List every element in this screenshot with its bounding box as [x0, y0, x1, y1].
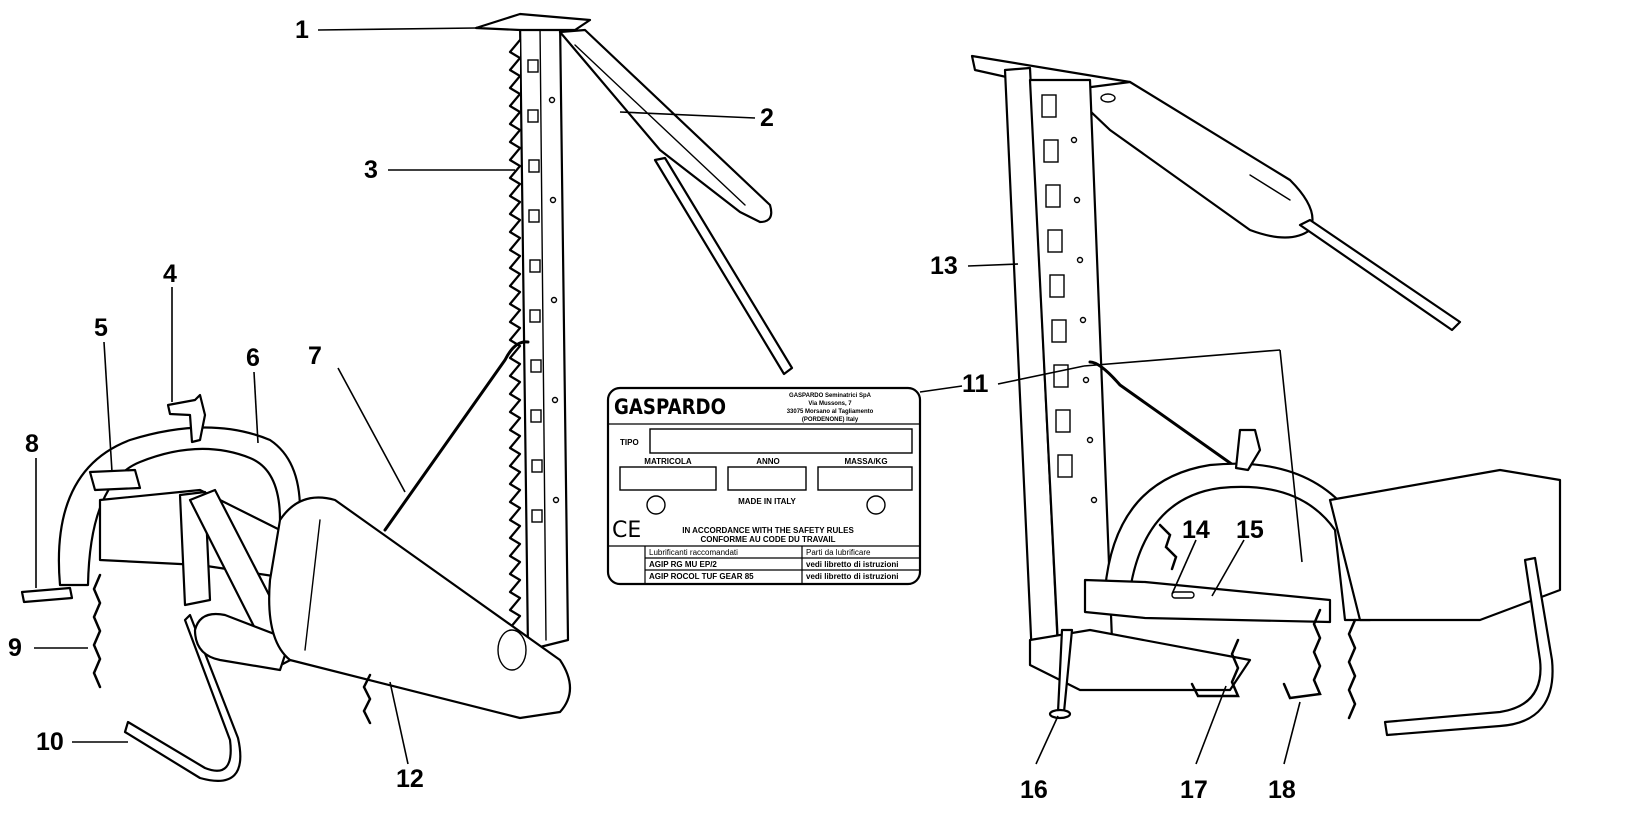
- outer-shoe-point: [474, 12, 592, 32]
- plate-city: 33075 Morsano al Tagliamento: [787, 409, 874, 415]
- chain-arch: [1158, 523, 1178, 571]
- leader-lines-right: [919, 263, 1303, 765]
- plate-anno-field: [727, 466, 807, 491]
- guard-bolts: [1041, 94, 1098, 504]
- plate-ce-mark: CE: [612, 518, 641, 543]
- support-leg-right: [1383, 556, 1554, 737]
- swath-rod: [1298, 218, 1462, 332]
- plate-lub-2-ref: vedi libretto di istruzioni: [806, 572, 898, 581]
- callout-14: 14: [1182, 516, 1210, 544]
- callout-15: 15: [1236, 516, 1264, 544]
- plate-rivet-left: [646, 495, 666, 515]
- top-bracket-right: [1234, 428, 1262, 472]
- chain-17: [1190, 638, 1240, 698]
- leader-lines-left: [34, 27, 756, 765]
- gearbox-cover: [268, 496, 572, 720]
- callout-numbers: 1 2 3 4 5 6 7 8 9 10 11 12 13 14 15 16 1…: [8, 16, 1296, 804]
- plate-lub-1-ref: vedi libretto di istruzioni: [806, 560, 898, 569]
- callout-13: 13: [930, 252, 958, 280]
- cutter-bar: [518, 16, 570, 652]
- plate-lub-1: AGIP RG MU EP/2: [649, 560, 717, 569]
- plate-massa-label: MASSA/KG: [844, 457, 887, 466]
- callout-1: 1: [295, 16, 309, 44]
- plate-matricola-label: MATRICOLA: [644, 457, 692, 466]
- bracket-plate: [88, 468, 142, 492]
- chain-18: [1282, 608, 1322, 700]
- inner-shoe: [1028, 628, 1252, 692]
- right-mower-illustration: [970, 54, 1562, 737]
- swath-board-large: [1066, 80, 1314, 239]
- callout-10: 10: [36, 728, 64, 756]
- plate-street: Via Mussons, 7: [808, 401, 852, 407]
- chain-side: [1347, 618, 1357, 720]
- top-link-pin: [166, 393, 207, 444]
- hitch-pin: [20, 586, 74, 604]
- plate-safety-en: IN ACCORDANCE WITH THE SAFETY RULES: [682, 526, 854, 535]
- gearbox-body-right: [1328, 468, 1562, 622]
- front-beam: [1083, 578, 1332, 624]
- callout-18: 18: [1268, 776, 1296, 804]
- callout-9: 9: [8, 634, 22, 662]
- callout-11: 11: [962, 370, 989, 398]
- plate-tipo-field: [649, 428, 913, 454]
- plate-company: GASPARDO Seminatrici SpA: [789, 393, 872, 399]
- swath-board-rod: [653, 156, 794, 376]
- support-leg: [123, 613, 242, 782]
- plate-province: (PORDENONE) Italy: [802, 417, 859, 423]
- plate-lub-header: Lubrificanti raccomandati: [649, 548, 738, 557]
- plate-safety-fr: CONFORME AU CODE DU TRAVAIL: [701, 535, 836, 544]
- swath-board: [558, 28, 773, 224]
- plate-lubricant-table: [608, 545, 920, 584]
- callout-3: 3: [364, 156, 378, 184]
- callout-12: 12: [396, 765, 424, 793]
- rear-chain: [362, 673, 372, 725]
- callout-4: 4: [163, 260, 177, 288]
- lift-cable-right: [1088, 360, 1242, 472]
- plate-tipo-label: TIPO: [620, 438, 639, 447]
- plate-brand: GASPARDO: [614, 395, 726, 419]
- plate-lub-2: AGIP ROCOL TUF GEAR 85: [649, 572, 754, 581]
- left-mower-illustration: [20, 12, 794, 782]
- callout-17: 17: [1180, 776, 1208, 804]
- knife-sections: [508, 38, 522, 636]
- plate-anno-label: ANNO: [756, 457, 780, 466]
- identification-plate: GASPARDO GASPARDO Seminatrici SpA Via Mu…: [606, 386, 922, 586]
- callout-16: 16: [1020, 776, 1048, 804]
- left-chain: [92, 573, 102, 689]
- callout-8: 8: [25, 430, 39, 458]
- callout-5: 5: [94, 314, 108, 342]
- callout-7: 7: [308, 342, 322, 370]
- plate-massa-field: [817, 466, 913, 491]
- plate-rivet-right: [866, 495, 886, 515]
- plate-matricola-field: [619, 466, 717, 491]
- callout-6: 6: [246, 344, 260, 372]
- callout-2: 2: [760, 104, 774, 132]
- plate-parts-header: Parti da lubrificare: [806, 548, 871, 557]
- plate-made-in: MADE IN ITALY: [738, 497, 796, 506]
- bar-bolts: [527, 59, 560, 523]
- lifting-cable: [383, 340, 530, 532]
